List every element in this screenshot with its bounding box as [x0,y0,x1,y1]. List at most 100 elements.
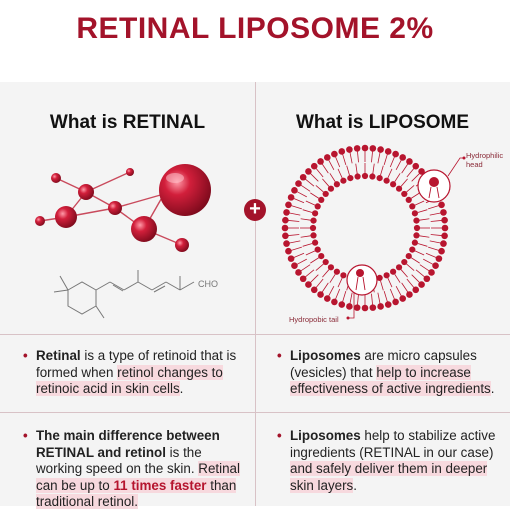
lipid-head-inner [309,224,317,232]
zoom-circle-tail [346,264,378,296]
lipid-head-inner [376,274,383,281]
lipid-tail-outer [395,286,402,297]
lipid-head-outer [384,301,392,308]
lipid-head-outer [338,148,346,155]
lipid-head-inner [395,185,403,192]
lipid-tail-outer [430,220,442,222]
lipid-head-outer [438,247,445,255]
lipid-tail-outer [335,288,341,300]
lipid-head-outer [441,224,449,232]
lipid-head-outer [369,145,377,152]
lipid-head-inner [314,246,321,253]
lipid-head-inner [376,175,383,182]
lipid-head-outer [369,304,377,311]
tail-pointer-dot [346,316,350,320]
lipid-head-outer [310,162,318,170]
lipid-tail-outer [289,212,301,216]
zoom-tail-line-1 [355,276,359,291]
lipid-head-outer [377,146,384,153]
lipid-head-outer [323,154,331,161]
lipid-head-outer [399,154,407,161]
lipid-tail-outer [315,278,324,288]
lipid-head-inner [333,181,340,188]
lipid-tail-inner [305,250,316,256]
lipid-head-outer [412,162,420,170]
lipid-head-outer [338,301,346,308]
lipid-tail-outer [335,156,341,168]
bullet-term: Liposomes [290,428,361,443]
lipid-tail-outer [305,178,315,187]
lipid-head-outer [406,158,413,165]
zoom-tail-dot [356,269,364,277]
lipid-head-inner [327,185,335,192]
lipid-head-inner [390,268,397,275]
lipid-head-inner [395,264,403,271]
lipid-tail-outer [383,154,388,165]
lipid-tail-inner [329,173,336,182]
lipid-tail-outer [428,205,439,210]
lipid-head-outer [418,281,425,288]
lipid-head-inner [327,264,335,271]
lipid-tail-inner [302,243,313,247]
plus-icon: + [244,199,266,221]
lipid-head-inner [369,173,376,180]
lipid-tail-inner [419,218,430,221]
lipid-tail-outer [411,274,420,283]
lipid-tail-inner [419,235,430,238]
lipid-head-outer [283,240,290,247]
bullet-dot: • [277,348,282,363]
lipid-head-outer [392,298,399,306]
tail-pointer-line [348,292,355,319]
lipid-tail-outer [389,156,395,168]
lipid-tail-inner [315,263,324,271]
liposome-illustration [281,144,466,320]
lipid-tail-inner [414,200,425,206]
bullet-term: The main difference between RETINAL and … [36,428,220,460]
lipid-head-outer [283,209,290,216]
lipid-tail-outer [291,246,302,251]
lipid-tail-outer [315,168,324,178]
lipid-tail-inner [337,277,343,288]
bullet-text: are micro capsules (vesicles) that [290,348,477,380]
lipid-tail-inner [355,163,358,174]
lipid-tail-inner [322,178,330,187]
lipid-head-outer [440,240,447,247]
zoom-tail-line-2 [362,276,366,291]
lipid-head-inner [318,253,325,260]
lipid-tail-inner [406,185,415,193]
bullet-term: Retinal [36,348,81,363]
lipid-tail-outer [428,246,439,251]
lipid-head-inner [390,181,397,188]
lipid-head-outer [291,262,298,270]
lipid-tail-inner [315,185,324,193]
zoom-head-tail-1 [428,186,432,199]
lipid-tail-outer [357,293,359,305]
atom-small-2 [78,184,94,200]
lipid-head-outer [295,269,302,276]
lipid-tail-outer [423,258,434,265]
bullet-highlight: and safely deliver them in deeper skin l… [290,461,488,493]
lipid-tail-outer [349,152,353,164]
lipid-tail-inner [411,192,420,199]
lipid-head-inner [310,217,317,224]
lipid-head-outer [305,281,312,288]
lipid-tail-inner [400,178,408,187]
lipid-head-outer [299,275,307,283]
lipid-tail-inner [329,274,336,283]
lipid-tail-outer [300,184,311,192]
lipid-head-outer [353,304,361,311]
lipid-head-inner [340,177,347,184]
lipid-tail-inner [305,200,316,206]
lipid-head-inner [401,258,408,266]
lipid-head-outer [353,145,361,152]
lipid-tail-outer [389,288,395,300]
lipid-head-outer [440,209,447,216]
lipid-tail-outer [411,173,420,182]
atom-large [159,164,211,216]
lipid-tail-inner [414,250,425,256]
lipid-head-outer [361,144,369,152]
lipid-tail-inner [380,280,384,291]
lipid-tail-outer [291,205,302,210]
lipid-head-outer [285,201,292,209]
atom-small-4 [108,201,122,215]
